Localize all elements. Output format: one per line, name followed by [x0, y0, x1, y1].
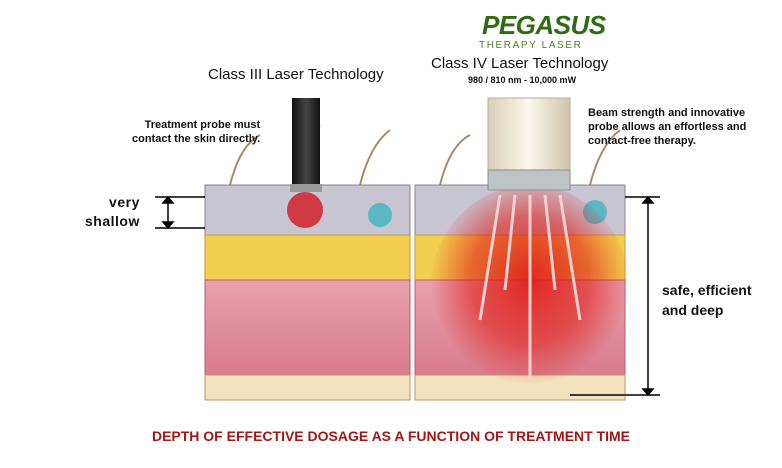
beam-arrows: [478, 194, 582, 380]
class3-note-line: contact the skin directly.: [132, 133, 261, 145]
brand-logo: PEGASUS: [482, 10, 606, 40]
class4-title: Class IV Laser Technology: [431, 55, 609, 72]
deep-depth-label: safe, efficient and deep: [662, 280, 751, 320]
class4-specs: 980 / 810 nm - 10,000 mW: [468, 75, 577, 85]
skin-block-class4: [414, 129, 630, 401]
laser-spot-shallow: [287, 192, 323, 228]
class3-note-line: Treatment probe must: [144, 119, 261, 131]
depth-label-line: shallow: [85, 213, 140, 229]
probe-class3: [290, 98, 322, 192]
diagram-caption: DEPTH OF EFFECTIVE DOSAGE AS A FUNCTION …: [151, 428, 631, 444]
depth-marker-shallow: [155, 195, 205, 230]
depth-label-line: and deep: [662, 302, 724, 318]
depth-label-line: safe, efficient: [662, 282, 752, 298]
shallow-depth-label: very shallow: [85, 193, 140, 231]
class4-note-line: Beam strength and innovative: [588, 107, 746, 119]
class4-note-line: contact-free therapy.: [588, 135, 696, 147]
class3-note: Treatment probe must contact the skin di…: [132, 118, 260, 146]
depth-marker-deep: [570, 195, 660, 397]
class4-note: Beam strength and innovative probe allow…: [588, 106, 746, 148]
class4-note-line: probe allows an effortless and: [588, 121, 747, 133]
brand-subtitle: THERAPY LASER: [479, 40, 583, 51]
class3-title: Class III Laser Technology: [208, 66, 384, 83]
probe-class4: [487, 97, 571, 191]
depth-label-line: very: [109, 194, 140, 210]
skin-block-class3: [204, 124, 411, 401]
